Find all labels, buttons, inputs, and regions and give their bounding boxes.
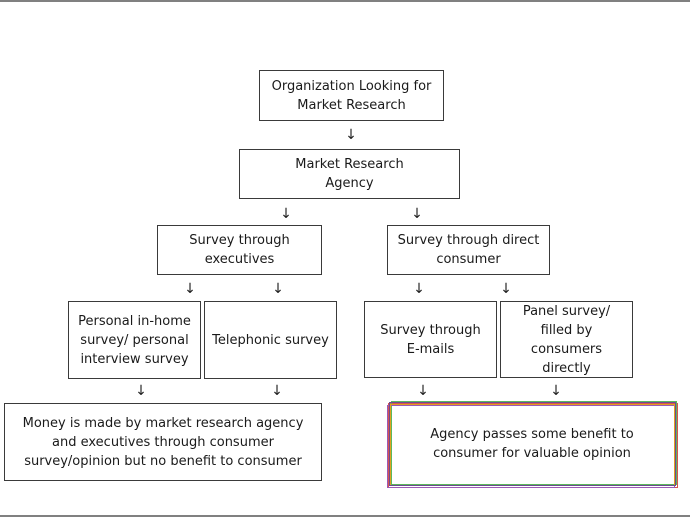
arrow-direct-to-emails bbox=[413, 282, 425, 296]
top-rule bbox=[0, 0, 690, 2]
arrow-org-to-agency bbox=[345, 128, 357, 142]
arrow-personal-to-money bbox=[135, 384, 147, 398]
node-emails: Survey through E-mails bbox=[364, 301, 497, 378]
arrow-agency-to-direct bbox=[411, 207, 423, 221]
node-personal-inhome-label: Personal in-home survey/ personal interv… bbox=[78, 313, 191, 367]
arrow-executives-to-telephonic bbox=[272, 282, 284, 296]
node-telephonic-label: Telephonic survey bbox=[212, 332, 329, 348]
node-telephonic: Telephonic survey bbox=[204, 301, 337, 379]
node-agency-passes-frame: Agency passes some benefit to consumer f… bbox=[387, 401, 679, 489]
node-organization: Organization Looking for Market Research bbox=[259, 70, 444, 121]
node-agency: Market Research Agency bbox=[239, 149, 460, 199]
node-panel-label: Panel survey/ filled by consumers direct… bbox=[522, 303, 611, 376]
node-panel: Panel survey/ filled by consumers direct… bbox=[500, 301, 633, 378]
node-personal-inhome: Personal in-home survey/ personal interv… bbox=[68, 301, 201, 379]
node-survey-direct-label: Survey through direct consumer bbox=[397, 233, 540, 267]
arrow-direct-to-panel bbox=[500, 282, 512, 296]
node-agency-label: Market Research Agency bbox=[295, 157, 404, 191]
arrow-emails-to-benefit bbox=[417, 384, 429, 398]
node-agency-passes: Agency passes some benefit to consumer f… bbox=[393, 407, 671, 481]
node-money-made-label: Money is made by market research agency … bbox=[22, 415, 304, 469]
arrow-executives-to-personal bbox=[184, 282, 196, 296]
node-survey-executives: Survey through executives bbox=[157, 225, 322, 275]
bottom-rule bbox=[0, 515, 690, 517]
node-money-made: Money is made by market research agency … bbox=[4, 403, 322, 481]
node-emails-label: Survey through E-mails bbox=[380, 322, 481, 357]
node-survey-executives-label: Survey through executives bbox=[189, 233, 290, 267]
node-agency-passes-label: Agency passes some benefit to consumer f… bbox=[430, 427, 634, 461]
node-survey-direct: Survey through direct consumer bbox=[387, 225, 550, 275]
node-organization-label: Organization Looking for Market Research bbox=[271, 78, 432, 113]
highlight-border-green bbox=[391, 401, 677, 485]
arrow-agency-to-executives bbox=[280, 207, 292, 221]
arrow-panel-to-benefit bbox=[550, 384, 562, 398]
arrow-telephonic-to-money bbox=[271, 384, 283, 398]
highlight-border-dark bbox=[389, 402, 676, 486]
